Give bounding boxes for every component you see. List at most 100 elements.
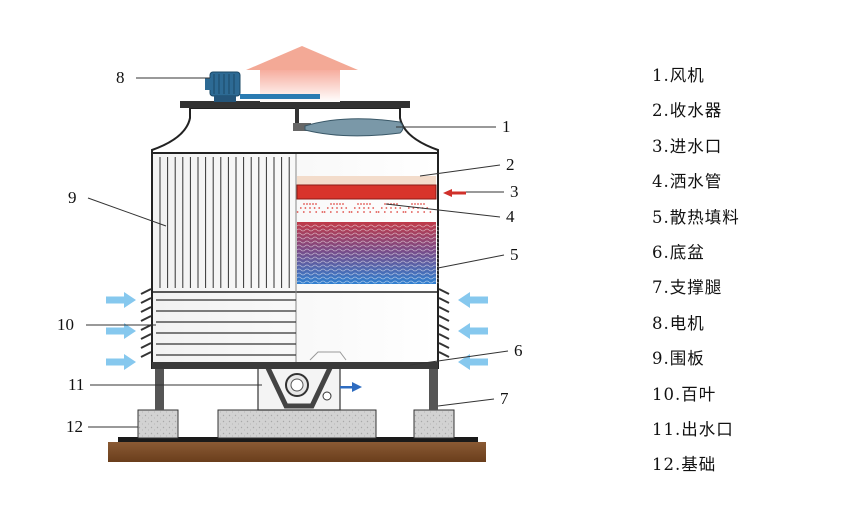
fill-wave	[296, 244, 442, 248]
spray-droplet	[330, 203, 332, 205]
side-louver-right	[438, 324, 450, 331]
legend-item-water-inlet: 3.进水口	[652, 136, 723, 156]
spray-droplet	[423, 211, 426, 213]
air-arrow-shaft	[106, 296, 124, 304]
spray-droplet	[363, 207, 365, 209]
spray-droplet	[420, 203, 422, 205]
spray-droplet	[315, 203, 317, 205]
legend-item-spray-pipe: 4.洒水管	[652, 172, 723, 192]
air-arrow	[106, 292, 136, 308]
spray-droplet	[309, 211, 311, 213]
leader-lines	[86, 77, 509, 428]
spray-droplet	[296, 211, 299, 213]
fan-blade	[304, 118, 404, 137]
air-arrow-shaft	[470, 327, 488, 335]
callout-10: 10	[57, 315, 74, 334]
callout-6: 6	[514, 341, 523, 360]
spray-droplet	[367, 207, 370, 209]
spray-droplet	[326, 207, 329, 209]
air-arrow-head	[458, 292, 470, 308]
basin	[152, 362, 438, 369]
spray-droplet	[302, 211, 305, 213]
motor-belt	[240, 94, 320, 99]
spray-droplet	[369, 203, 371, 205]
outlet-assembly	[257, 366, 362, 411]
air-arrow-shaft	[470, 358, 488, 366]
spray-droplet	[429, 211, 432, 213]
spray-droplet	[357, 203, 359, 205]
spray-droplet	[299, 207, 302, 209]
spray-droplet	[417, 211, 419, 213]
spray-droplet	[306, 203, 308, 205]
spray-droplet	[407, 207, 410, 209]
spray-bar	[296, 184, 437, 200]
motor	[205, 71, 320, 102]
spray-droplet	[390, 207, 392, 209]
air-arrow	[458, 323, 488, 339]
side-louver-left	[140, 324, 152, 331]
fill-wave	[296, 248, 442, 252]
air-arrow-shaft	[106, 327, 124, 335]
air-arrow-head	[458, 354, 470, 370]
legend-item-motor: 8.电机	[652, 313, 705, 333]
foundation-right	[413, 409, 455, 439]
leader-line	[87, 197, 167, 227]
outlet-pipe-small	[322, 391, 332, 401]
legend-item-casing-panel: 9.围板	[652, 349, 705, 369]
spray-droplet	[309, 203, 311, 205]
air-arrow	[458, 354, 488, 370]
spray-droplet	[377, 211, 380, 213]
side-louver-left	[140, 306, 152, 313]
legend-item-support-leg: 7.支撑腿	[652, 278, 723, 298]
spray-droplet	[394, 207, 397, 209]
spray-droplet	[363, 203, 365, 205]
outlet-pipe-inner	[290, 378, 304, 392]
air-arrow-head	[124, 354, 136, 370]
callout-12: 12	[66, 417, 83, 436]
air-arrow-head	[124, 323, 136, 339]
spray-droplet	[375, 211, 378, 213]
spray-droplet	[315, 211, 318, 213]
spray-droplet	[410, 211, 413, 213]
spray-droplet	[312, 203, 314, 205]
spray-droplet	[321, 211, 324, 213]
intake-air-arrows	[106, 292, 488, 370]
fill-media	[296, 222, 442, 284]
fill-wave	[296, 236, 442, 240]
spray-droplet	[396, 203, 398, 205]
spray-droplet	[358, 207, 361, 209]
callout-11: 11	[68, 375, 84, 394]
inlet-arrow	[443, 189, 466, 197]
support-legs	[155, 368, 438, 410]
leader-line	[419, 164, 501, 177]
fill-wave	[296, 276, 442, 280]
fill-wave	[296, 280, 442, 284]
ground	[108, 437, 486, 462]
foundation-center	[217, 409, 377, 439]
fill-wave	[296, 256, 442, 260]
fill-wave	[296, 252, 442, 256]
ground-line	[118, 437, 478, 442]
spray-droplet	[414, 203, 416, 205]
spray-droplets	[296, 203, 432, 213]
spray-droplet	[423, 203, 425, 205]
spray-droplet	[336, 203, 338, 205]
fill-wave	[296, 268, 442, 272]
spray-droplet	[372, 207, 375, 209]
side-louver-right	[438, 288, 450, 295]
spray-droplet	[350, 211, 353, 213]
spray-droplet	[353, 207, 356, 209]
side-louver-right	[438, 306, 450, 313]
spray-droplet	[360, 203, 362, 205]
legend-item-fill-media: 5.散热填料	[652, 207, 740, 227]
air-arrow	[106, 354, 136, 370]
leader-line	[437, 254, 505, 269]
spray-droplet	[339, 203, 341, 205]
leg-right	[429, 368, 438, 410]
spray-droplet	[336, 207, 338, 209]
legend-item-louver: 10.百叶	[652, 384, 717, 404]
fill-wave	[296, 228, 442, 232]
callout-9: 9	[68, 188, 77, 207]
side-louver-left	[140, 297, 152, 304]
